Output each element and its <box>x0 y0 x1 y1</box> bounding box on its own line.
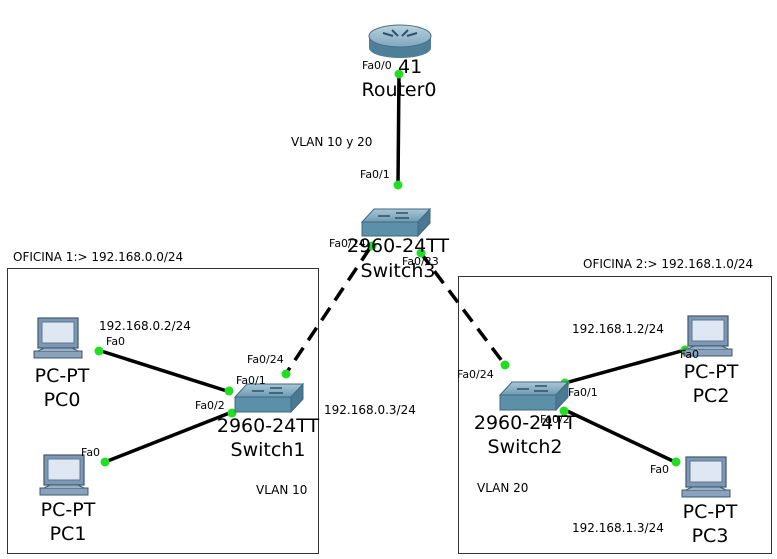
switch3-name: Switch3 <box>360 260 436 282</box>
trunk-label: VLAN 10 y 20 <box>291 135 373 149</box>
link-router0-switch3 <box>396 72 401 186</box>
port-dot-sw3-fa024 <box>367 241 377 251</box>
port-label-sw1-fa024: Fa0/24 <box>247 353 284 366</box>
switch1-icon[interactable] <box>233 382 305 414</box>
port-dot-pc3-fa0 <box>671 457 681 467</box>
port-label-sw1-fa02: Fa0/2 <box>195 399 225 412</box>
pc2-ip: 192.168.1.2/24 <box>572 322 664 336</box>
port-label-sw3-fa023: Fa0/23 <box>402 255 439 268</box>
link-pc1-switch1 <box>104 410 233 464</box>
port-dot-sw2-fa024 <box>500 360 510 370</box>
pc0-ip: 192.168.0.2/24 <box>99 319 191 333</box>
pc1-name: PC1 <box>49 523 87 545</box>
port-dot-sw3-fa023 <box>416 248 426 258</box>
pc2-icon[interactable] <box>683 315 733 357</box>
port-dot-sw1-fa024 <box>281 369 291 379</box>
router0-icon[interactable] <box>368 24 432 58</box>
office2-label: OFICINA 2:> 192.168.1.0/24 <box>583 257 754 271</box>
port-dot-router-fa00 <box>394 69 404 79</box>
port-label-sw2-fa024: Fa0/24 <box>457 368 494 381</box>
office1-label: OFICINA 1:> 192.168.0.0/24 <box>13 250 184 264</box>
port-label-pc1-fa0: Fa0 <box>81 446 101 459</box>
vlan20-label: VLAN 20 <box>477 481 529 495</box>
port-label-sw2-fa01: Fa0/1 <box>568 386 598 399</box>
office2-area <box>458 276 772 554</box>
switch2-name: Switch2 <box>487 436 563 458</box>
switch3-icon[interactable] <box>360 207 432 238</box>
pc0-name: PC0 <box>43 389 81 411</box>
port-label-sw3-fa024: Fa0/24 <box>329 237 366 250</box>
port-dot-sw1-fa01 <box>224 386 234 396</box>
pc1-icon[interactable] <box>39 454 89 496</box>
pc3-ip: 192.168.1.3/24 <box>572 521 664 535</box>
port-label-router-fa00: Fa0/0 <box>362 59 392 72</box>
port-label-pc2-fa0: Fa0 <box>680 348 700 361</box>
router0-name: Router0 <box>361 79 437 101</box>
router0-model: 41 <box>398 56 423 78</box>
link-pc0-switch1 <box>97 348 231 394</box>
switch2-model: 2960-24TT <box>473 412 577 434</box>
pc3-icon[interactable] <box>681 456 731 498</box>
switch1-name: Switch1 <box>230 439 306 461</box>
port-label-sw2-fa02: Fa0/2 <box>540 413 570 426</box>
link-switch2-pc3 <box>564 408 676 464</box>
pc0-model: PC-PT <box>34 365 90 387</box>
pc3-model: PC-PT <box>682 501 738 523</box>
switch1-ip: 192.168.0.3/24 <box>324 403 416 417</box>
switch1-model: 2960-24TT <box>216 415 320 437</box>
link-switch2-pc2 <box>564 348 686 385</box>
port-dot-pc0-fa0 <box>94 346 104 356</box>
switch3-model: 2960-24TT <box>346 235 450 257</box>
port-dot-sw1-fa02 <box>227 408 237 418</box>
port-dot-sw3-fa01 <box>393 180 403 190</box>
port-label-pc3-fa0: Fa0 <box>650 463 670 476</box>
pc1-model: PC-PT <box>40 499 96 521</box>
link-switch3-switch1 <box>283 247 372 376</box>
port-dot-sw2-fa02 <box>559 406 569 416</box>
port-label-sw1-fa01: Fa0/1 <box>236 374 266 387</box>
office1-area <box>7 268 319 554</box>
port-label-pc0-fa0: Fa0 <box>106 335 126 348</box>
port-dot-pc1-fa0 <box>100 457 110 467</box>
pc0-icon[interactable] <box>33 317 83 359</box>
pc3-name: PC3 <box>691 525 729 547</box>
port-label-sw3-fa01: Fa0/1 <box>360 168 390 181</box>
switch2-icon[interactable] <box>498 380 570 412</box>
pc2-model: PC-PT <box>683 361 739 383</box>
pc2-name: PC2 <box>692 385 730 407</box>
vlan10-label: VLAN 10 <box>256 483 308 497</box>
